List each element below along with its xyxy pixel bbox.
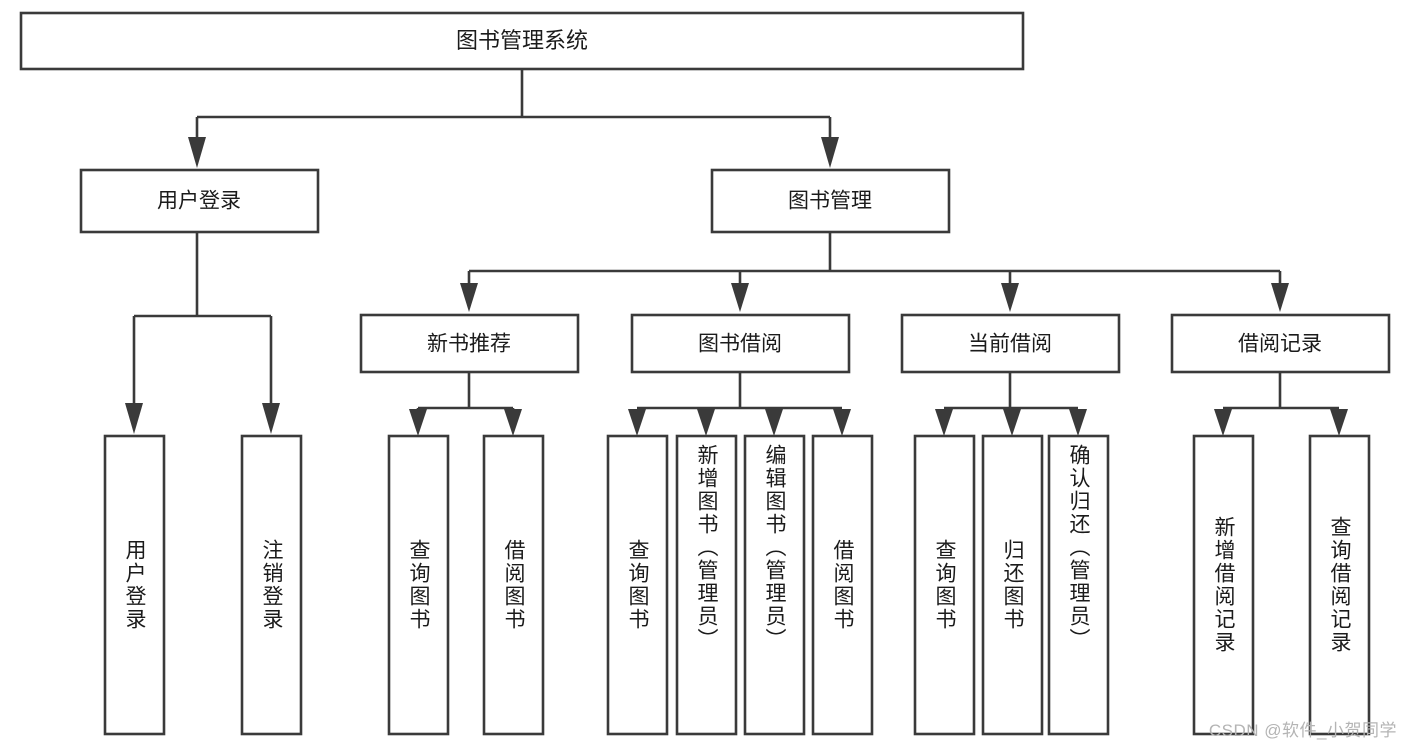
node-user-login-label: 用户登录 [157,190,241,213]
arrow-icon-book-borrow [731,283,749,312]
leaf-query-record-box[interactable] [1308,434,1371,736]
leaf-group-borrow-record [1192,434,1371,736]
node-user-login-box[interactable] [79,168,320,234]
arrow-icon-new-book-recommend [460,283,478,312]
arrow-icon-leaf-return-book [1003,409,1021,436]
leaf-query-book-2-box[interactable] [606,434,669,736]
arrow-icon-leaf-confirm-return [1069,409,1087,436]
connector-group-current-borrow [935,372,1087,436]
node-new-book-recommend-label: 新书推荐 [427,333,511,356]
node-borrow-record[interactable]: 借阅记录 [1170,313,1391,374]
arrow-icon-leaf-query-book-3 [935,409,953,436]
leaf-borrow-book-2-box[interactable] [811,434,874,736]
leaf-add-book-box[interactable] [675,434,738,736]
node-current-borrow[interactable]: 当前借阅 [900,313,1121,374]
connector-group-user-login [125,232,280,434]
arrow-icon-leaf-add-book [697,409,715,436]
connector-group-root [188,70,839,168]
connector-group-new-book-recommend [409,372,522,436]
arrow-icon-leaf-query-book-2 [628,409,646,436]
node-root[interactable]: 图书管理系统 [19,11,1025,71]
leaf-edit-book-box[interactable] [743,434,806,736]
node-root-label: 图书管理系统 [456,28,588,53]
csdn-watermark: CSDN @软件_小贺同学 [1208,721,1397,740]
leaf-user-login-box[interactable] [103,434,166,736]
node-book-borrow-box[interactable] [630,313,851,374]
leaf-group-new-book-recommend [387,434,545,736]
arrow-icon-current-borrow [1001,283,1019,312]
leaf-user-logout-box[interactable] [240,434,303,736]
arrow-icon-leaf-add-record [1214,409,1232,436]
node-book-borrow-label: 图书借阅 [698,333,782,356]
leaf-borrow-book-1-box[interactable] [482,434,545,736]
arrow-icon-leaf-borrow-book-2 [833,409,851,436]
node-borrow-record-box[interactable] [1170,313,1391,374]
leaf-confirm-return-box[interactable] [1047,434,1110,736]
node-root-box[interactable] [19,11,1025,71]
node-book-management[interactable]: 图书管理 [710,168,951,234]
arrow-icon-book-management [821,137,839,168]
arrow-icon-leaf-user-login [125,403,143,434]
connector-group-borrow-record [1214,372,1348,436]
node-book-management-box[interactable] [710,168,951,234]
node-user-login[interactable]: 用户登录 [79,168,320,234]
connector-group-book-borrow [628,372,851,436]
node-current-borrow-box[interactable] [900,313,1121,374]
leaf-add-record-box[interactable] [1192,434,1255,736]
node-borrow-record-label: 借阅记录 [1238,333,1322,356]
arrow-icon-leaf-borrow-book-1 [504,409,522,436]
node-new-book-recommend[interactable]: 新书推荐 [359,313,580,374]
arrow-icon-leaf-query-record [1330,409,1348,436]
connector-group-book-management [460,232,1289,312]
leaf-query-book-3-box[interactable] [913,434,976,736]
leaf-query-book-1-box[interactable] [387,434,450,736]
leaf-group-current-borrow [913,434,1110,736]
leaf-group-user-login [103,434,303,736]
node-current-borrow-label: 当前借阅 [968,333,1052,356]
arrow-icon-leaf-user-logout [262,403,280,434]
arrow-icon-user-login [188,137,206,168]
node-new-book-recommend-box[interactable] [359,313,580,374]
leaf-group-book-borrow [606,434,874,736]
node-book-borrow[interactable]: 图书借阅 [630,313,851,374]
leaf-return-book-box[interactable] [981,434,1044,736]
arrow-icon-leaf-edit-book [765,409,783,436]
arrow-icon-leaf-query-book-1 [409,409,427,436]
node-book-management-label: 图书管理 [788,190,872,213]
arrow-icon-borrow-record [1271,283,1289,312]
